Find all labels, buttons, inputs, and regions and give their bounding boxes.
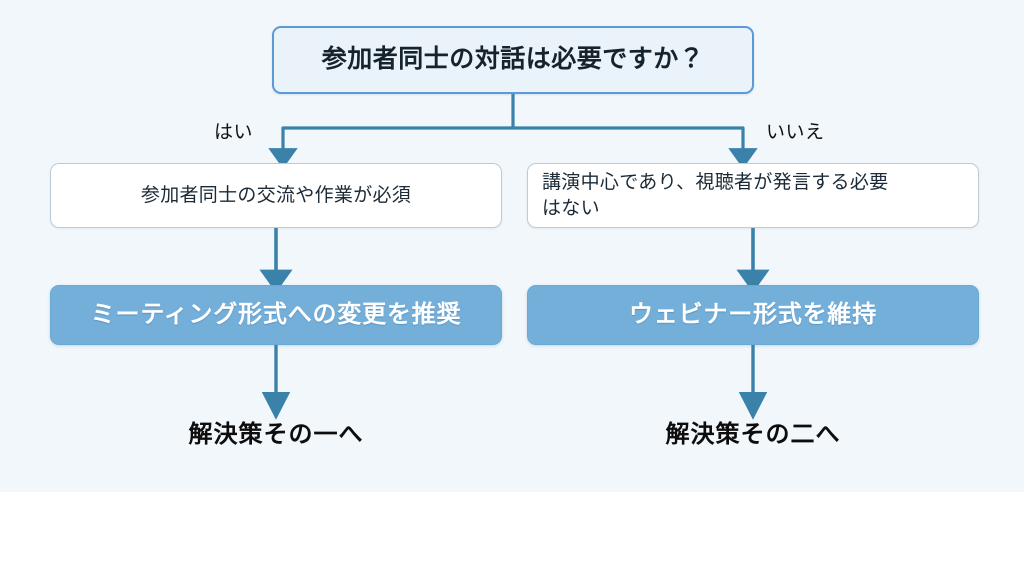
- condition-node-right-text: 講演中心であり、視聴者が発言する必要 はない: [542, 170, 888, 221]
- action-node-left[interactable]: ミーティング形式への変更を推奨: [50, 285, 502, 345]
- outcome-label-left: 解決策その一へ: [188, 421, 364, 448]
- condition-right-line-2: はない: [542, 197, 600, 219]
- decision-node[interactable]: 参加者同士の対話は必要ですか？: [272, 26, 754, 94]
- branch-label-no: いいえ: [766, 122, 825, 143]
- branch-label-yes: はい: [214, 122, 254, 143]
- condition-node-right[interactable]: 講演中心であり、視聴者が発言する必要 はない: [527, 163, 979, 228]
- condition-node-left[interactable]: 参加者同士の交流や作業が必須: [50, 163, 502, 228]
- action-node-right[interactable]: ウェビナー形式を維持: [527, 285, 979, 345]
- outcome-label-right: 解決策その二へ: [665, 421, 841, 448]
- condition-right-line-1: 講演中心であり、視聴者が発言する必要: [542, 171, 889, 193]
